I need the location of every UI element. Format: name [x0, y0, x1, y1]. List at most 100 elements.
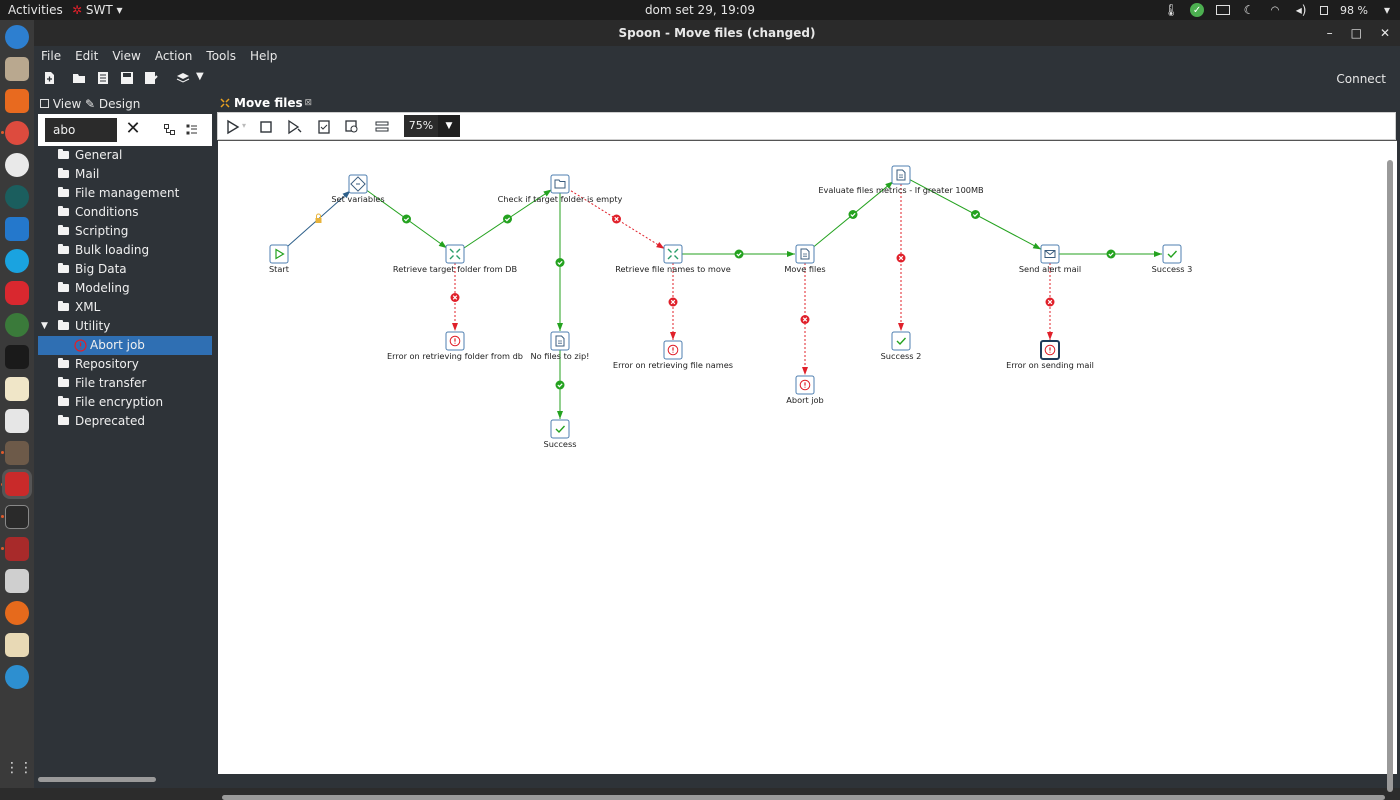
menu-view[interactable]: View [112, 49, 141, 63]
sql-icon[interactable] [374, 119, 390, 135]
software-center-icon[interactable] [5, 89, 29, 113]
check-status-icon[interactable]: ✓ [1190, 3, 1205, 17]
skype-icon[interactable] [5, 249, 29, 273]
pdf-icon[interactable] [5, 409, 29, 433]
activities-button[interactable]: Activities [8, 3, 63, 17]
job-entry-setvars[interactable]: Set variables [331, 174, 385, 204]
collapse-all-icon[interactable] [164, 124, 176, 136]
tree-folder-scripting[interactable]: Scripting [38, 222, 212, 241]
job-entry-retfiles[interactable]: Retrieve file names to move [615, 244, 731, 274]
night-light-icon[interactable]: ☾ [1243, 3, 1255, 17]
layers-icon[interactable] [176, 71, 190, 85]
job-entry-nofiles[interactable]: No files to zip! [531, 331, 590, 361]
screencast-icon[interactable] [5, 537, 29, 561]
gimp-icon[interactable] [5, 441, 29, 465]
tree-folder-file-management[interactable]: File management [38, 184, 212, 203]
chevron-down-icon[interactable]: ▾ [1383, 3, 1391, 17]
maximize-icon[interactable]: □ [1350, 26, 1362, 40]
hop-movefiles-evaluate[interactable] [811, 180, 894, 249]
job-entry-retfolder[interactable]: Retrieve target folder from DB [393, 244, 518, 274]
tree-folder-conditions[interactable]: Conditions [38, 203, 212, 222]
app-menu[interactable]: ✲ SWT ▾ [72, 3, 123, 17]
menu-file[interactable]: File [41, 49, 62, 63]
hop-nofiles-success1[interactable] [555, 350, 565, 419]
show-apps-icon[interactable]: ⋮⋮ [5, 760, 33, 776]
job-entry-sendmail[interactable]: Send alert mail [1019, 244, 1081, 274]
open-folder-icon[interactable] [72, 71, 86, 85]
canvas-horizontal-scrollbar[interactable] [222, 795, 1385, 800]
gitkraken-icon[interactable] [5, 185, 29, 209]
connect-button[interactable]: Connect [1336, 72, 1386, 86]
tab-design[interactable]: ✎ Design [85, 97, 140, 111]
slack-icon[interactable] [5, 153, 29, 177]
minimize-icon[interactable]: – [1326, 26, 1333, 40]
hop-retfolder-checkempty[interactable] [462, 189, 552, 250]
battery-icon[interactable] [1320, 5, 1329, 15]
files-icon[interactable] [5, 57, 29, 81]
tree-folder-xml[interactable]: XML [38, 298, 212, 317]
job-entry-errfiles[interactable]: Error on retrieving file names [613, 340, 733, 370]
hop-evaluate-success2[interactable] [896, 184, 906, 331]
clock[interactable]: dom set 29, 19:09 [644, 3, 756, 17]
tree-folder-repository[interactable]: Repository [38, 355, 212, 374]
job-entry-movefiles[interactable]: Move files [784, 244, 826, 274]
volume-icon[interactable]: ◂) [1295, 3, 1307, 17]
hop-movefiles-abortjob[interactable] [800, 263, 810, 375]
zoom-level[interactable]: 75% [404, 115, 438, 137]
tree-folder-big-data[interactable]: Big Data [38, 260, 212, 279]
job-entry-checkempty[interactable]: Check if target folder is empty [498, 174, 623, 204]
save-as-icon[interactable] [144, 71, 158, 85]
tree-folder-bulk-loading[interactable]: Bulk loading [38, 241, 212, 260]
expand-all-icon[interactable] [186, 124, 198, 136]
menu-help[interactable]: Help [249, 49, 278, 63]
clear-search-icon[interactable]: ✕ [125, 118, 141, 139]
close-tab-icon[interactable]: ⊠ [304, 98, 312, 108]
hop-start-setvars[interactable] [285, 190, 351, 249]
tab-move-files[interactable]: Move files ⊠ [216, 94, 312, 112]
tree-folder-file-encryption[interactable]: File encryption [38, 393, 212, 412]
left-panel-horizontal-scrollbar[interactable] [38, 777, 156, 782]
job-entry-evaluate[interactable]: Evaluate files metrics - If greater 100M… [818, 165, 984, 195]
vscode-icon[interactable] [5, 217, 29, 241]
notes-icon[interactable] [5, 377, 29, 401]
hop-sendmail-errmail[interactable] [1045, 263, 1055, 340]
vivaldi-icon[interactable] [5, 281, 29, 305]
expanded-arrow-icon[interactable]: ▼ [41, 321, 48, 331]
job-entry-start[interactable]: Start [269, 244, 290, 274]
job-entry-success1[interactable]: Success [544, 419, 577, 449]
image-viewer-icon[interactable] [5, 633, 29, 657]
job-entry-errfolder[interactable]: Error on retrieving folder from db [387, 331, 523, 361]
job-entry-abortjob[interactable]: Abort job [786, 375, 824, 405]
new-file-icon[interactable] [42, 71, 56, 85]
job-entry-errmail[interactable]: Error on sending mail [1006, 340, 1094, 370]
stop-icon[interactable] [258, 119, 274, 135]
hop-retfiles-movefiles[interactable] [682, 249, 795, 259]
hop-checkempty-retfiles[interactable] [567, 188, 665, 250]
save-icon[interactable] [120, 71, 134, 85]
globe-icon[interactable] [5, 313, 29, 337]
canvas-vertical-scrollbar[interactable] [1387, 160, 1393, 792]
tree-folder-modeling[interactable]: Modeling [38, 279, 212, 298]
verify-icon[interactable] [316, 119, 332, 135]
inkscape-icon[interactable] [5, 345, 29, 369]
explore-repository-icon[interactable] [96, 71, 110, 85]
hop-setvars-retfolder[interactable] [365, 188, 448, 249]
analyze-impact-icon[interactable] [344, 119, 360, 135]
job-entry-success3[interactable]: Success 3 [1152, 244, 1193, 274]
printer-icon[interactable] [5, 569, 29, 593]
steps-search-input[interactable] [45, 118, 117, 142]
bug-icon[interactable] [5, 665, 29, 689]
spoon-icon[interactable] [5, 472, 29, 496]
tree-folder-mail[interactable]: Mail [38, 165, 212, 184]
thunderbird-icon[interactable] [5, 25, 29, 49]
hop-sendmail-success3[interactable] [1059, 249, 1162, 259]
chevron-down-icon[interactable]: ▾ [242, 121, 247, 130]
menu-action[interactable]: Action [154, 49, 193, 63]
close-icon[interactable]: ✕ [1379, 26, 1390, 40]
hop-retfolder-errfolder[interactable] [450, 263, 460, 331]
tree-folder-general[interactable]: General [38, 146, 212, 165]
screen-icon[interactable] [1216, 5, 1231, 15]
tab-view[interactable]: View [40, 97, 81, 111]
